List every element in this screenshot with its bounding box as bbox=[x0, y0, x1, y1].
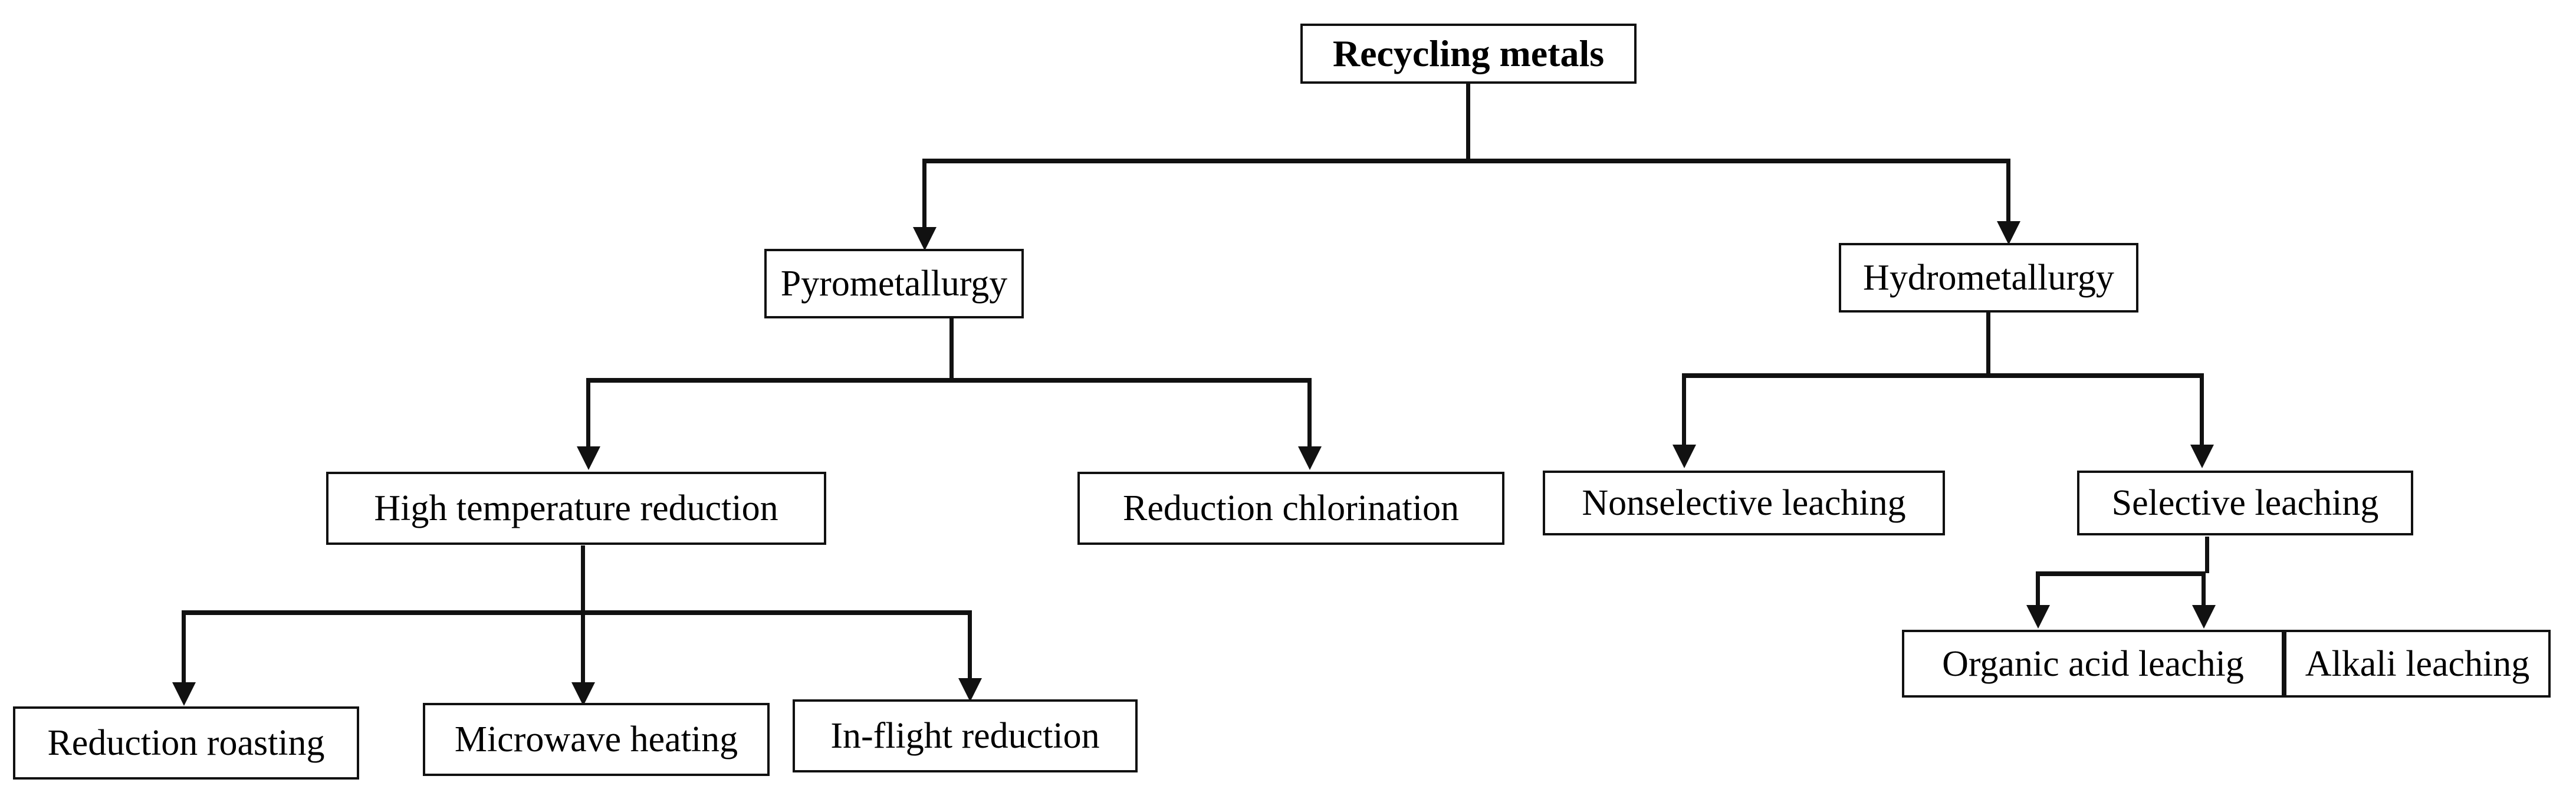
node-nonselective-leaching[interactable]: Nonselective leaching bbox=[1543, 471, 1945, 535]
edge-hydro-to-selective-leaching bbox=[2200, 373, 2204, 447]
node-label-in-flight-reduction: In-flight reduction bbox=[830, 716, 1100, 756]
edge-root-bus bbox=[922, 159, 2010, 163]
node-in-flight-reduction[interactable]: In-flight reduction bbox=[793, 699, 1138, 772]
node-alkali-leaching[interactable]: Alkali leaching bbox=[2284, 630, 2551, 698]
node-label-high-temperature-reduction: High temperature reduction bbox=[374, 488, 778, 528]
edge-pyrometallurgy-bus bbox=[586, 378, 1312, 383]
edge-root-to-pyrometallurgy bbox=[922, 159, 926, 229]
edge-hydrometallurgy-stem bbox=[1986, 311, 1990, 376]
arrowhead-pyro-to-high-temperature-reduction bbox=[577, 446, 600, 470]
node-label-alkali-leaching: Alkali leaching bbox=[2305, 643, 2530, 684]
node-reduction-roasting[interactable]: Reduction roasting bbox=[13, 706, 359, 780]
edge-htr-to-reduction-roasting bbox=[182, 610, 186, 684]
node-label-reduction-roasting: Reduction roasting bbox=[47, 723, 325, 763]
arrowhead-hydro-to-selective-leaching bbox=[2190, 445, 2214, 468]
edge-root-to-hydrometallurgy bbox=[2006, 159, 2010, 223]
edge-hydrometallurgy-bus bbox=[1682, 373, 2204, 378]
node-label-microwave-heating: Microwave heating bbox=[454, 719, 738, 759]
edge-pyro-to-reduction-chlorination bbox=[1307, 378, 1312, 449]
edge-selective-to-alkali-leaching bbox=[2202, 571, 2206, 608]
node-label-pyrometallurgy: Pyrometallurgy bbox=[780, 264, 1008, 304]
arrowhead-htr-to-reduction-roasting bbox=[172, 682, 196, 706]
arrowhead-root-to-pyrometallurgy bbox=[913, 227, 937, 251]
arrowhead-selective-to-organic-acid-leaching bbox=[2026, 605, 2050, 629]
arrowhead-htr-to-microwave-heating bbox=[571, 682, 595, 706]
node-label-recycling-metals: Recycling metals bbox=[1332, 32, 1605, 74]
arrowhead-root-to-hydrometallurgy bbox=[1997, 221, 2020, 245]
edge-selective-leaching-bus bbox=[2036, 571, 2206, 576]
node-selective-leaching[interactable]: Selective leaching bbox=[2077, 471, 2413, 535]
edge-root-stem bbox=[1466, 83, 1470, 162]
node-label-reduction-chlorination: Reduction chlorination bbox=[1123, 488, 1459, 528]
edge-htr-to-in-flight-reduction bbox=[968, 610, 972, 681]
edge-selective-to-organic-acid-leaching bbox=[2036, 571, 2040, 608]
node-reduction-chlorination[interactable]: Reduction chlorination bbox=[1077, 472, 1504, 545]
node-hydrometallurgy[interactable]: Hydrometallurgy bbox=[1839, 243, 2138, 313]
edge-hydro-to-nonselective-leaching bbox=[1682, 373, 1686, 447]
arrowhead-selective-to-alkali-leaching bbox=[2192, 605, 2216, 629]
arrowhead-hydro-to-nonselective-leaching bbox=[1673, 445, 1696, 468]
node-high-temperature-reduction[interactable]: High temperature reduction bbox=[326, 472, 826, 545]
node-label-organic-acid-leaching: Organic acid leachig bbox=[1942, 643, 2244, 684]
edge-selective-leaching-stem bbox=[2205, 537, 2209, 573]
node-pyrometallurgy[interactable]: Pyrometallurgy bbox=[764, 249, 1024, 318]
node-organic-acid-leaching[interactable]: Organic acid leachig bbox=[1902, 630, 2284, 698]
edge-pyro-to-high-temperature-reduction bbox=[586, 378, 590, 449]
node-label-hydrometallurgy: Hydrometallurgy bbox=[1863, 258, 2114, 298]
node-microwave-heating[interactable]: Microwave heating bbox=[423, 703, 770, 776]
arrowhead-htr-to-in-flight-reduction bbox=[958, 678, 982, 702]
arrowhead-pyro-to-reduction-chlorination bbox=[1298, 446, 1322, 470]
node-recycling-metals[interactable]: Recycling metals bbox=[1300, 24, 1637, 84]
edge-pyrometallurgy-stem bbox=[949, 318, 954, 381]
node-label-selective-leaching: Selective leaching bbox=[2111, 483, 2379, 523]
edge-high-temperature-reduction-bus bbox=[182, 610, 972, 615]
node-label-nonselective-leaching: Nonselective leaching bbox=[1582, 483, 1906, 523]
